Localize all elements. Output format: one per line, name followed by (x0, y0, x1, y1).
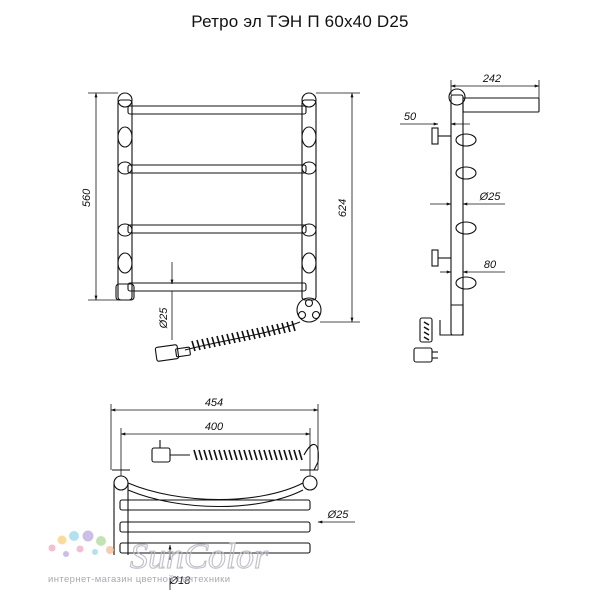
front-dimensions (88, 92, 360, 340)
top-cable (151, 440, 319, 471)
wall-brackets (431, 127, 477, 290)
dim-side-diameter-label: Ø25 (479, 191, 502, 203)
rungs (127, 105, 307, 292)
dim-heater-diameter-label: Ø25 (158, 307, 170, 330)
dim-560-label: 560 (81, 188, 93, 207)
suncolor-watermark-logo: SunColor (48, 530, 270, 577)
dim-50-label: 50 (404, 111, 417, 123)
dim-80-label: 80 (484, 259, 497, 271)
top-view (112, 440, 319, 555)
top-dimensions (110, 404, 355, 590)
drawing-title: Ретро эл ТЭН П 60х40 D25 (191, 12, 409, 31)
dim-18-label: Ø18 (169, 575, 192, 587)
dim-454-label: 454 (205, 397, 223, 409)
watermark-tagline: интернет-магазин цветной сантехники (48, 574, 230, 585)
dim-624-label: 624 (337, 199, 349, 217)
left-post (115, 92, 135, 301)
side-view (413, 88, 540, 363)
right-post (301, 92, 317, 301)
cable-coils (191, 320, 296, 352)
heater-connector (296, 297, 322, 323)
dim-242-label: 242 (482, 73, 501, 85)
dim-top-diameter-label: Ø25 (327, 509, 350, 521)
side-heater (413, 304, 464, 363)
side-dimensions (400, 80, 540, 274)
front-view (115, 92, 322, 362)
svg-text:SunColor: SunColor (130, 536, 269, 576)
plug (154, 344, 191, 362)
top-frame (112, 469, 318, 555)
dim-400-label: 400 (205, 421, 224, 433)
